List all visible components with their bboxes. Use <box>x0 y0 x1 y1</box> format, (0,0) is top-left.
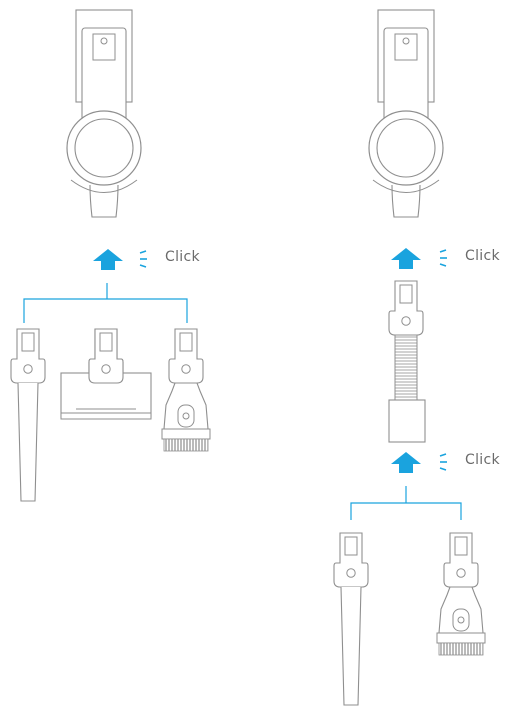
wide-tool-left <box>61 329 151 419</box>
brush-tool-right <box>437 533 485 655</box>
brush-tool-left <box>162 329 210 451</box>
click-sound-icon <box>139 250 148 268</box>
up-arrow-icon <box>93 249 123 270</box>
bracket-left <box>23 283 188 323</box>
click-label: Click <box>465 452 500 468</box>
crevice-tool-left <box>11 329 45 501</box>
click-label: Click <box>165 249 200 265</box>
click-sound-icon <box>439 453 448 471</box>
up-arrow-icon <box>391 248 421 269</box>
up-arrow-icon <box>391 452 421 473</box>
handle-right <box>368 9 444 218</box>
click-sound-icon <box>439 249 448 267</box>
crevice-tool-right <box>334 533 368 705</box>
bracket-right <box>350 486 462 520</box>
handle-left <box>66 9 142 218</box>
extension-hose <box>388 280 426 443</box>
click-label: Click <box>465 248 500 264</box>
